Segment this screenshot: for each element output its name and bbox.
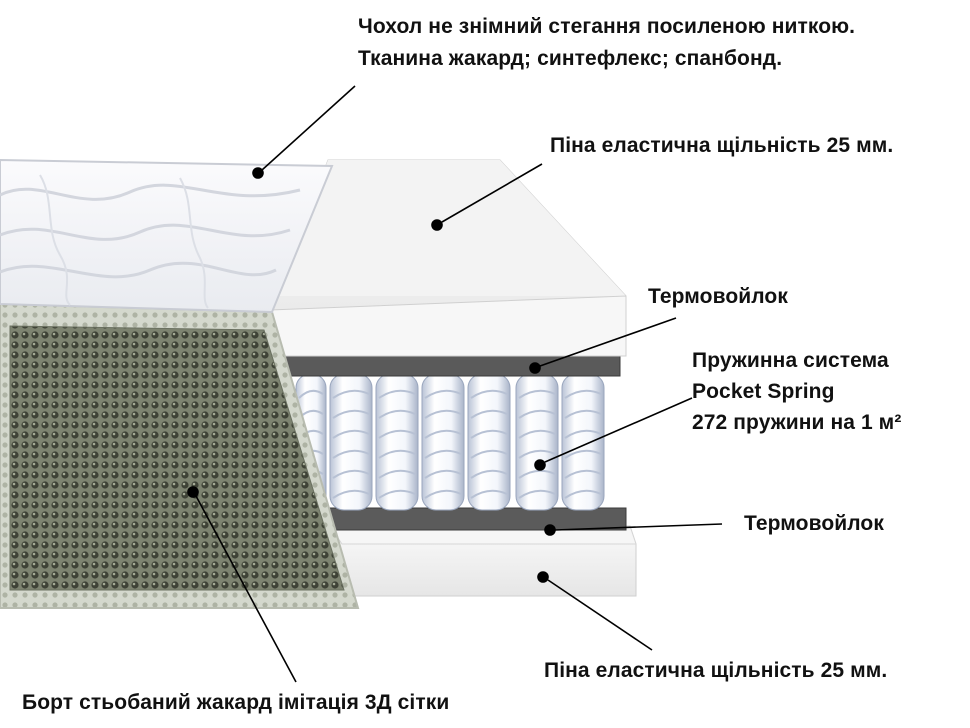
- pointer-cover: [252, 85, 356, 179]
- pointer-felt-top: [529, 317, 677, 374]
- label-foam-bottom: Піна еластична щільність 25 мм.: [544, 659, 888, 682]
- spring-pocket: [561, 373, 605, 511]
- spring-pocket: [467, 373, 511, 511]
- pocket-spring-block: [295, 373, 605, 511]
- label-cover-line1: Чохол не знімний стегання посиленою нитк…: [358, 15, 856, 38]
- spring-pocket: [329, 373, 373, 511]
- label-felt-bottom: Термовойлок: [744, 512, 884, 535]
- label-spring-line2: Pocket Spring: [692, 380, 835, 403]
- spring-pocket: [515, 373, 559, 511]
- bottom-felt-layer: [299, 507, 627, 531]
- pointer-springs: [534, 397, 693, 471]
- label-spring-line1: Пружинна система: [692, 349, 889, 372]
- label-felt-top: Термовойлок: [648, 285, 788, 308]
- quilted-top-cover: [0, 158, 334, 314]
- top-foam-layer: [269, 159, 627, 357]
- spring-pocket: [421, 373, 465, 511]
- spring-pocket: [375, 373, 419, 511]
- pointer-side: [187, 486, 297, 683]
- label-side: Борт стьобаний жакард імітація 3Д сітки: [22, 691, 450, 714]
- bottom-foam-layer: [329, 525, 637, 597]
- pointer-felt-bottom: [544, 523, 723, 536]
- top-felt-layer: [281, 353, 621, 377]
- quilted-side-panel: [0, 302, 360, 609]
- pointer-lines: [187, 85, 723, 683]
- pointer-foam-bottom: [537, 571, 653, 651]
- label-cover-line2: Тканина жакард; синтефлекс; спанбонд.: [358, 47, 783, 70]
- pointer-foam-top: [431, 163, 543, 231]
- label-foam-top: Піна еластична щільність 25 мм.: [550, 134, 894, 157]
- label-spring-line3: 272 пружини на 1 м²: [692, 411, 902, 434]
